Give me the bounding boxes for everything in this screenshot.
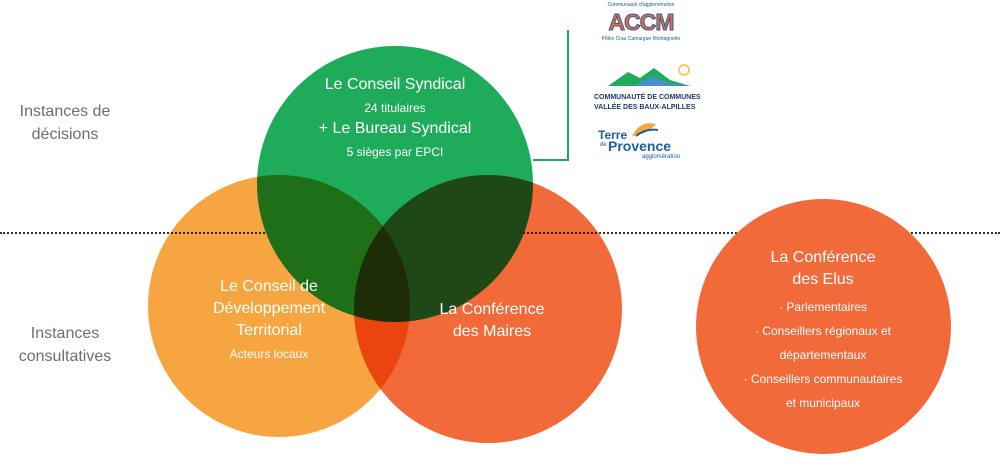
conseil-syndical-text: Le Conseil Syndical 24 titulaires + Le B… bbox=[280, 74, 510, 162]
accm-logo: Communauté d'agglomération ACCM Pôles Cr… bbox=[596, 2, 686, 54]
ccvba-logo-line1: COMMUNAUTÉ DE COMMUNES bbox=[594, 94, 701, 101]
terre-de-provence-line1: Terre bbox=[598, 128, 628, 142]
elus-item-conseillers-communautaires: · Conseillers communautaires bbox=[743, 372, 903, 386]
logo-connector-vertical bbox=[567, 30, 569, 160]
logo-connector-horizontal bbox=[533, 159, 569, 161]
elus-item-municipaux: et municipaux bbox=[785, 396, 861, 410]
label-consultatives-line2: consultatives bbox=[18, 348, 112, 365]
elus-item-conseillers-regionaux: · Conseillers régionaux et bbox=[754, 324, 892, 338]
terre-de-provence-line2: Provence bbox=[608, 138, 672, 154]
label-instances-consultatives: Instances consultatives bbox=[0, 322, 130, 368]
conseil-developpement-text: Le Conseil de Développement Territorial … bbox=[178, 276, 360, 364]
conseil-developpement-line1: Le Conseil de bbox=[220, 278, 318, 295]
terre-de-provence-logo: Terre de Provence agglomération bbox=[598, 122, 688, 166]
conference-elus-line2: des Elus bbox=[792, 271, 854, 288]
ccvba-logo-line2: VALLÉE DES BAUX-ALPILLES bbox=[594, 104, 696, 111]
conseil-developpement-line3: Territorial bbox=[236, 322, 302, 339]
conseil-syndical-titulaires: 24 titulaires bbox=[364, 101, 426, 115]
leaf-icon bbox=[632, 123, 659, 137]
conference-elus-line1: La Conférence bbox=[770, 249, 876, 266]
label-consultatives-line1: Instances bbox=[30, 325, 100, 342]
label-instances-decisions: Instances de décisions bbox=[0, 100, 130, 146]
circle-conference-maires bbox=[354, 175, 622, 443]
mountain-icon bbox=[608, 64, 690, 86]
accm-logo-name: ACCM bbox=[608, 9, 675, 36]
bureau-syndical-sieges: 5 sièges par EPCI bbox=[346, 145, 444, 159]
conference-maires-line2: des Maires bbox=[452, 323, 532, 340]
conference-elus-text: La Conférence des Elus · Parlementaires … bbox=[713, 247, 933, 415]
bureau-syndical-title: + Le Bureau Syndical bbox=[318, 120, 472, 137]
label-decisions-line2: décisions bbox=[31, 126, 99, 143]
conseil-syndical-title: Le Conseil Syndical bbox=[324, 76, 466, 93]
conference-maires-text: La Conférence des Maires bbox=[410, 299, 574, 343]
terre-de-provence-line3: agglomération bbox=[642, 154, 681, 160]
accm-logo-top-text: Communauté d'agglomération bbox=[607, 2, 675, 8]
ccvba-logo: COMMUNAUTÉ DE COMMUNES VALLÉE DES BAUX-A… bbox=[594, 62, 704, 114]
terre-de-provence-de: de bbox=[600, 142, 607, 148]
elus-item-parlementaires: · Parlementaires bbox=[778, 300, 868, 314]
accm-logo-bottom-text: Pôles Crau Camargue Montagnette bbox=[601, 36, 681, 42]
conseil-developpement-line2: Développement bbox=[212, 300, 326, 317]
acteurs-locaux: Acteurs locaux bbox=[229, 347, 309, 361]
label-decisions-line1: Instances de bbox=[19, 103, 111, 120]
conference-maires-line1: La Conférence bbox=[439, 301, 545, 318]
circle-conference-elus bbox=[696, 199, 951, 454]
elus-item-departementaux: départementaux bbox=[779, 348, 867, 362]
